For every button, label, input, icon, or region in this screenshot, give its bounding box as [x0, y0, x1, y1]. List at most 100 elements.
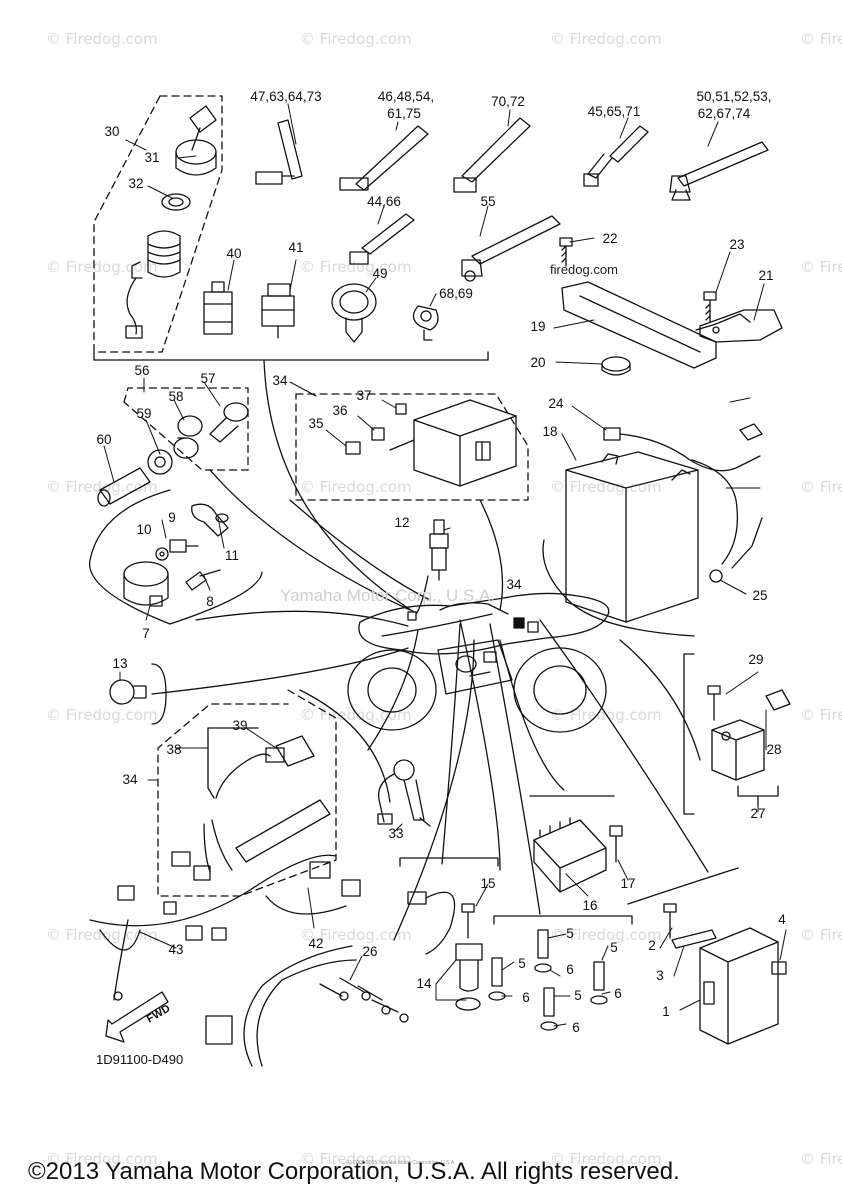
callout-4: 4 — [778, 912, 786, 927]
bolt-22 — [559, 237, 573, 267]
watermark: © Firedog.com — [46, 30, 158, 48]
watermark: © Firedog.com — [550, 478, 662, 496]
bolt-23 — [703, 291, 717, 323]
callout-34-fusebox: 34 — [272, 373, 288, 388]
cap-58 — [173, 415, 203, 459]
callout-27: 27 — [750, 806, 766, 821]
bolt-17 — [609, 825, 623, 863]
cdi-group-bracket — [627, 867, 739, 905]
spark-plug-12 — [429, 519, 449, 581]
cable-tie-55 — [461, 215, 561, 282]
bracket-21 — [699, 309, 783, 343]
watermark: © Firedog.com — [300, 1150, 412, 1168]
cable-tie-70 — [453, 117, 531, 193]
watermark: © Firedog.com — [300, 258, 412, 276]
coupler-4 — [771, 961, 787, 975]
watermark: © Firedog.com — [800, 30, 842, 48]
socket-57 — [209, 402, 249, 443]
cable-tie-46 — [339, 125, 429, 191]
callout-3: 3 — [656, 968, 664, 983]
cable-tie-44 — [349, 213, 415, 265]
callout-33: 33 — [388, 826, 404, 841]
harness-38 — [207, 727, 285, 799]
callout-22: 22 — [602, 231, 618, 246]
speed-sensor-group-bracket — [399, 857, 499, 867]
ignition-coil-7 — [123, 561, 169, 607]
cap-11 — [191, 503, 229, 537]
relay-41 — [261, 283, 295, 339]
callout-10: 10 — [136, 522, 152, 537]
catalog-code: 1D91100-D490 — [96, 1052, 184, 1067]
watermark: © Firedog.com — [800, 926, 842, 944]
fuse-35 — [345, 441, 361, 455]
watermark: © Firedog.com — [46, 1150, 158, 1168]
sensor-a — [534, 929, 552, 973]
sleeve-39 — [275, 735, 315, 767]
callout-30: 30 — [104, 124, 120, 139]
callout-group-50-line1: 50,51,52,53, — [696, 89, 772, 104]
coupler-40 — [203, 281, 233, 335]
plug-60 — [97, 467, 151, 507]
callout-2: 2 — [648, 938, 656, 953]
callout-5-c: 5 — [610, 940, 618, 955]
watermark: © Firedog.com — [300, 926, 412, 944]
callout-32: 32 — [128, 176, 144, 191]
callout-28: 28 — [766, 742, 782, 757]
bolt-15 — [461, 903, 475, 939]
fuse-28 — [765, 689, 791, 711]
cable-tie-47 — [255, 119, 303, 185]
rectifier-16 — [529, 795, 615, 893]
watermark: © Firedog.com — [46, 926, 158, 944]
callout-9: 9 — [168, 510, 176, 525]
watermark: © Firedog.com — [300, 478, 412, 496]
callout-17: 17 — [620, 876, 636, 891]
callout-group-46-line2: 61,75 — [387, 106, 421, 121]
small-print: (c) 2005-2015 Yamaha Motor Corporation, … — [346, 1160, 456, 1166]
main-switch-assembly — [125, 105, 217, 339]
firedog-logo: firedog.com — [550, 262, 618, 277]
callout-58: 58 — [168, 389, 184, 404]
callout-6-a: 6 — [566, 962, 574, 977]
callout-29: 29 — [748, 652, 764, 667]
callout-7: 7 — [142, 626, 150, 641]
callout-15: 15 — [480, 876, 496, 891]
callout-group-70: 70,72 — [491, 94, 525, 109]
callout-5-a: 5 — [566, 926, 574, 941]
routing-lines — [151, 359, 709, 941]
center-watermark: Yamaha Motor Corp., U.S.A. — [280, 586, 496, 605]
sensor-d — [540, 987, 558, 1031]
callout-42: 42 — [308, 936, 324, 951]
callout-1: 1 — [662, 1004, 670, 1019]
callout-12: 12 — [394, 515, 410, 530]
bolt-2 — [663, 903, 677, 939]
cdi-unit-1 — [699, 927, 779, 1045]
fuse-box — [389, 399, 517, 487]
battery-group-bracket — [542, 539, 695, 637]
watermark: © Firedog.com — [800, 1150, 842, 1168]
callout-59: 59 — [136, 406, 152, 421]
callout-11: 11 — [224, 548, 240, 563]
watermark: © Firedog.com — [550, 1150, 662, 1168]
battery-18 — [565, 451, 699, 623]
top-group-bracket — [93, 351, 489, 361]
damper-20 — [601, 356, 631, 376]
callout-38: 38 — [166, 742, 182, 757]
callout-56: 56 — [134, 363, 150, 378]
copyright-notice: ©2013 Yamaha Motor Corporation, U.S.A. A… — [28, 1158, 680, 1185]
watermark: © Firedog.com — [800, 706, 842, 724]
callout-37: 37 — [356, 388, 372, 403]
watermark: © Firedog.com — [46, 706, 158, 724]
callout-group-68: 68,69 — [439, 286, 473, 301]
clip-68 — [412, 305, 439, 341]
watermark: © Firedog.com — [46, 478, 158, 496]
sensor-group-bracket — [493, 915, 633, 925]
fuse-36 — [371, 427, 385, 441]
callout-55: 55 — [480, 194, 496, 209]
main-switch-group-outline — [93, 95, 223, 353]
callout-26: 26 — [362, 944, 378, 959]
callout-34-harness: 34 — [122, 772, 138, 787]
callout-35: 35 — [308, 416, 324, 431]
callout-41: 41 — [288, 240, 304, 255]
callout-group-44: 44,66 — [367, 194, 401, 209]
callout-19: 19 — [530, 319, 546, 334]
